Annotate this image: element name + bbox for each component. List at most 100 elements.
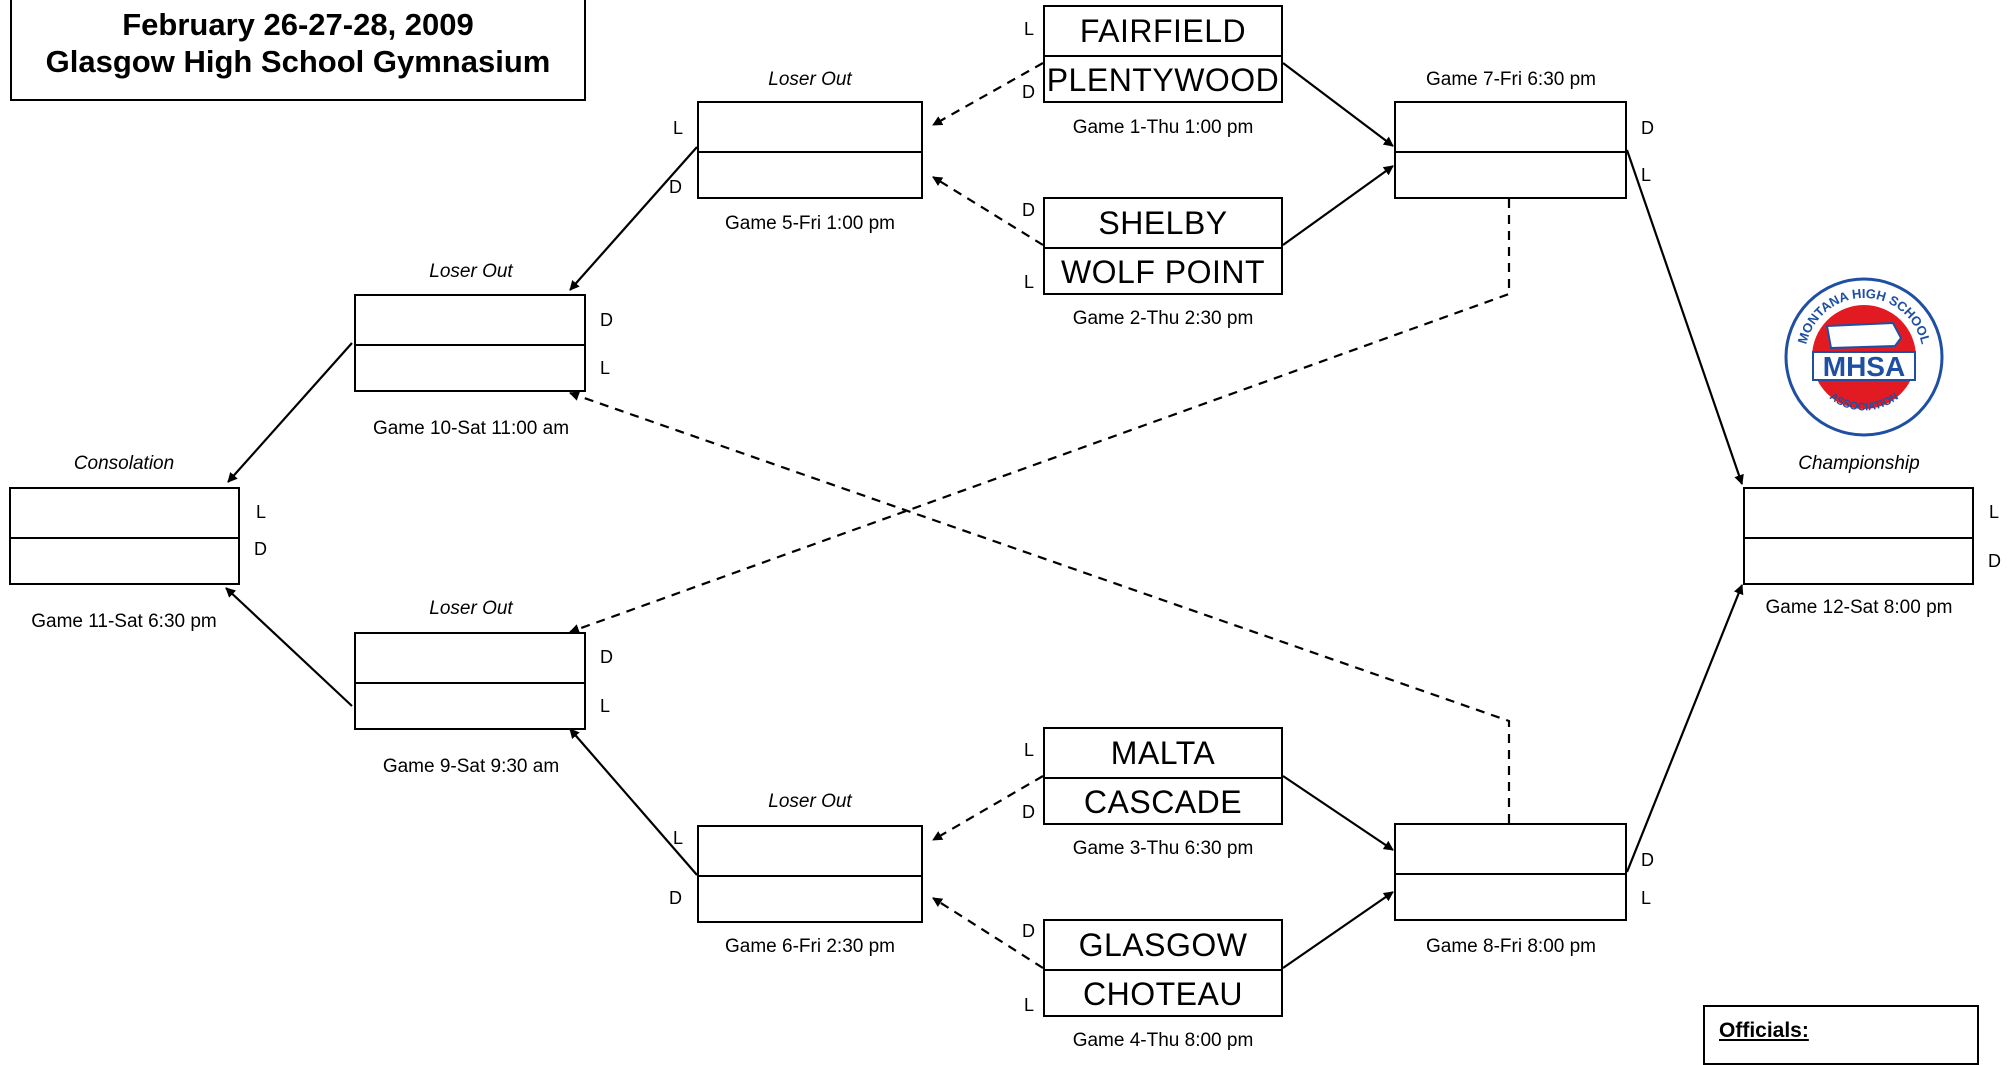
connector-g3-to-g8 <box>1282 775 1394 851</box>
game1-top-team: FAIRFIELD <box>1079 12 1247 49</box>
game1-bottom-team: PLENTYWOOD <box>1045 55 1281 103</box>
game3-bottom-team: CASCADE <box>1045 777 1281 825</box>
game9-bottom-slot <box>356 682 584 730</box>
game7-caption: Game 7-Fri 6:30 pm <box>1426 69 1596 90</box>
game2-bottom-team: WOLF POINT <box>1045 247 1281 295</box>
event-dates: February 26-27-28, 2009 <box>122 7 474 42</box>
game10-bottom-slot <box>356 344 584 392</box>
game7-box <box>1394 101 1627 199</box>
game6-top-slot <box>699 827 921 875</box>
game2-top-team: SHELBY <box>1098 204 1228 241</box>
game7-bottom-slot <box>1396 151 1625 199</box>
connector-g2-to-g7 <box>1282 165 1394 246</box>
g1-mark-top: L <box>1024 19 1035 39</box>
g7-mark-top: D <box>1641 118 1654 138</box>
game5-round-label: Loser Out <box>768 69 852 90</box>
game10-caption: Game 10-Sat 11:00 am <box>372 418 570 439</box>
game12-top-slot <box>1745 489 1972 537</box>
g10-mark-bottom: L <box>600 358 611 378</box>
game1-caption: Game 1-Thu 1:00 pm <box>1072 117 1254 138</box>
game4-bottom-team: CHOTEAU <box>1045 969 1281 1017</box>
game5-box <box>697 101 923 199</box>
g5-mark-bottom: D <box>669 177 682 197</box>
connector-g5-to-g10 <box>569 146 698 291</box>
g10-mark-top: D <box>600 310 613 330</box>
game9-top-slot <box>356 634 584 682</box>
game6-bottom-slot <box>699 875 921 923</box>
game11-top-slot <box>11 489 238 537</box>
game8-top-slot <box>1396 825 1625 873</box>
event-header: February 26-27-28, 2009 Glasgow High Sch… <box>10 0 586 101</box>
connector-g4-loser <box>932 897 1044 969</box>
game10-box <box>354 294 586 392</box>
connector-g4-to-g8 <box>1282 891 1394 969</box>
game4-top-team: GLASGOW <box>1078 926 1248 963</box>
game12-box <box>1743 487 1974 585</box>
game9-box <box>354 632 586 730</box>
connector-g7-loser-to-g9 <box>569 199 1511 634</box>
game4-caption: Game 4-Thu 8:00 pm <box>1072 1030 1254 1051</box>
game4-box: GLASGOW CHOTEAU <box>1043 919 1283 1017</box>
connector-g6-to-g9 <box>569 728 698 876</box>
game3-box: MALTA CASCADE <box>1043 727 1283 825</box>
connector-g3-loser <box>932 775 1044 841</box>
game10-top-slot <box>356 296 584 344</box>
g4-mark-top: D <box>1022 921 1035 941</box>
game3-top-team: MALTA <box>1110 734 1216 771</box>
g11-mark-top: L <box>256 502 267 522</box>
g6-mark-bottom: D <box>669 888 682 908</box>
game5-caption: Game 5-Fri 1:00 pm <box>725 213 895 234</box>
game7-top-slot <box>1396 103 1625 151</box>
game10-round-label: Loser Out <box>429 261 513 282</box>
g8-mark-bottom: L <box>1641 888 1652 908</box>
game1-box: FAIRFIELD PLENTYWOOD <box>1043 5 1283 103</box>
connector-g2-loser <box>932 176 1044 246</box>
g7-mark-bottom: L <box>1641 165 1652 185</box>
game9-round-label: Loser Out <box>429 598 513 619</box>
g1-mark-bottom: D <box>1022 82 1035 102</box>
mhsa-logo: MONTANA HIGH SCHOOL MHSA ASSOCIATION <box>1784 277 1944 437</box>
g11-mark-bottom: D <box>254 539 267 559</box>
game8-box <box>1394 823 1627 921</box>
game2-caption: Game 2-Thu 2:30 pm <box>1072 308 1254 329</box>
g9-mark-top: D <box>600 647 613 667</box>
officials-label: Officials: <box>1719 1019 1809 1042</box>
officials-box: Officials: <box>1703 1005 1979 1065</box>
game12-round-label: Championship <box>1798 453 1920 474</box>
game5-top-slot <box>699 103 921 151</box>
g3-mark-bottom: D <box>1022 802 1035 822</box>
game6-round-label: Loser Out <box>768 791 852 812</box>
g6-mark-top: L <box>673 828 684 848</box>
g9-mark-bottom: L <box>600 696 611 716</box>
g12-mark-bottom: D <box>1988 551 2001 571</box>
g3-mark-top: L <box>1024 740 1035 760</box>
game5-bottom-slot <box>699 151 921 199</box>
game3-caption: Game 3-Thu 6:30 pm <box>1072 838 1254 859</box>
connector-g1-loser <box>932 62 1044 126</box>
logo-abbr: MHSA <box>1823 351 1905 382</box>
event-venue: Glasgow High School Gymnasium <box>45 44 551 79</box>
g2-mark-bottom: L <box>1024 272 1035 292</box>
game8-caption: Game 8-Fri 8:00 pm <box>1426 936 1596 957</box>
connector-g8-loser-to-g10 <box>569 391 1511 823</box>
g12-mark-top: L <box>1989 502 2000 522</box>
g8-mark-top: D <box>1641 850 1654 870</box>
g5-mark-top: L <box>673 118 684 138</box>
game2-box: SHELBY WOLF POINT <box>1043 197 1283 295</box>
connector-g10-to-g11 <box>227 342 353 483</box>
connector-g8-to-g12 <box>1625 584 1744 873</box>
game11-caption: Game 11-Sat 6:30 pm <box>31 611 217 632</box>
g4-mark-bottom: L <box>1024 995 1035 1015</box>
game12-bottom-slot <box>1745 537 1972 585</box>
game12-caption: Game 12-Sat 8:00 pm <box>1765 597 1953 618</box>
connector-g9-to-g11 <box>225 587 353 707</box>
game6-box <box>697 825 923 923</box>
montana-shape-icon <box>1825 321 1903 350</box>
connector-g7-to-g12 <box>1625 149 1744 485</box>
connector-g1-to-g7 <box>1282 62 1394 147</box>
game11-bottom-slot <box>11 537 238 585</box>
g2-mark-top: D <box>1022 200 1035 220</box>
game11-round-label: Consolation <box>73 453 175 474</box>
game11-box <box>9 487 240 585</box>
